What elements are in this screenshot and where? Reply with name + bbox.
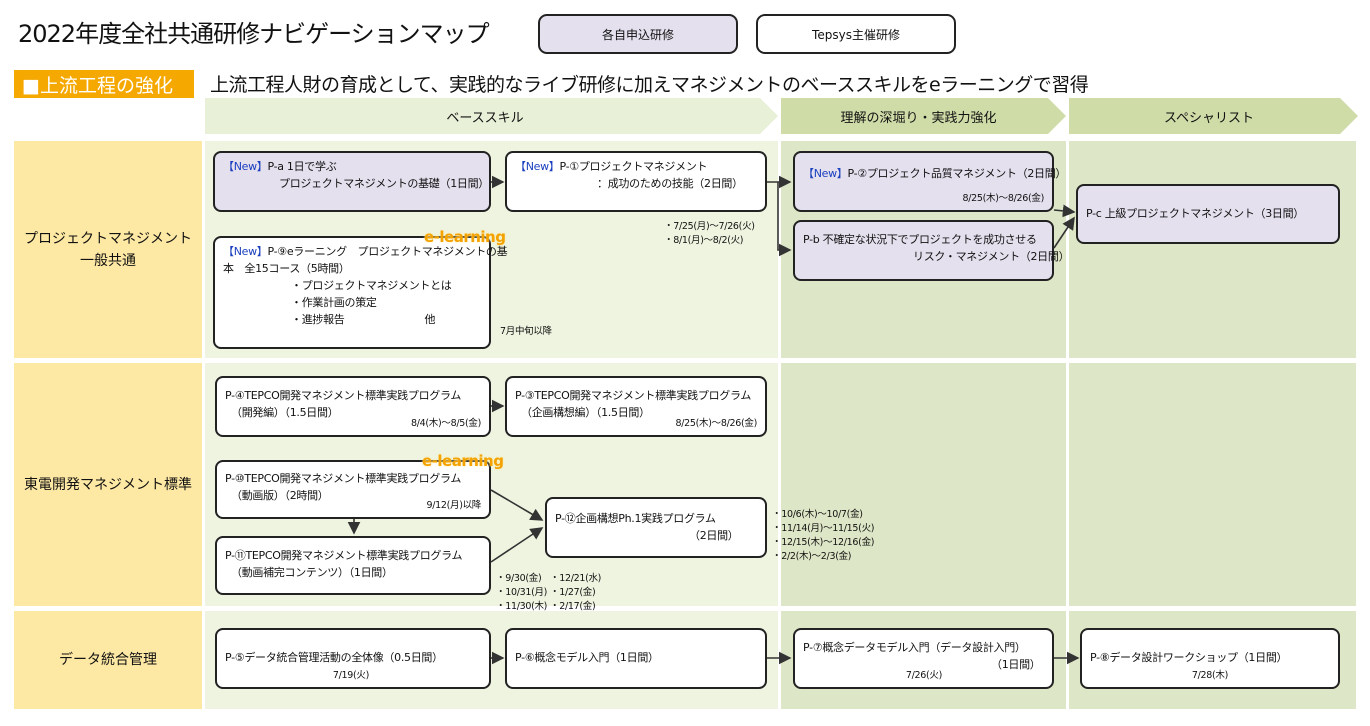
row-label-data: データ統合管理 xyxy=(14,611,202,709)
course-p1[interactable]: 【New】P-①プロジェクトマネジメント ：成功のための技能（2日間） xyxy=(505,151,767,212)
phase-deepen: 理解の深堀り・実践力強化 xyxy=(840,110,997,126)
course-p12[interactable]: P-⑫企画構想Ph.1実践プログラム （2日間） xyxy=(545,497,767,558)
course-p12-date: ・12/15(木)～12/16(金) xyxy=(772,537,875,548)
course-p2-date: 8/25(木)～8/26(金) xyxy=(962,193,1045,204)
phase-specialist: スペシャリスト xyxy=(1163,110,1255,126)
course-p8[interactable]: P-⑧データ設計ワークショップ（1日間） 7/28(木) xyxy=(1080,628,1340,689)
course-p5-date: 7/19(火) xyxy=(332,670,369,681)
phase-base-skill: ベーススキル xyxy=(446,110,524,126)
elearning-badge: e-learning xyxy=(424,228,506,246)
course-p11-date: ・1/27(金) xyxy=(550,587,596,598)
course-p3-date: 8/25(木)～8/26(金) xyxy=(675,418,758,429)
course-p9[interactable]: 【New】P-⑨eラーニング プロジェクトマネジメントの基 本 全15コース（5… xyxy=(213,236,508,349)
row-label-tepco: 東電開発マネジメント標準 xyxy=(14,363,202,606)
course-pc[interactable]: P-c 上級プロジェクトマネジメント（3日間） xyxy=(1076,184,1340,244)
course-p12-date: ・10/6(木)～10/7(金) xyxy=(772,509,863,520)
course-p4-date: 8/4(木)～8/5(金) xyxy=(410,418,481,429)
course-p6[interactable]: P-⑥概念モデル入門（1日間） xyxy=(505,628,767,689)
course-p11-date: ・12/21(水) xyxy=(550,573,602,584)
row-divider xyxy=(14,606,1356,611)
course-p5[interactable]: P-⑤データ統合管理活動の全体像（0.5日間） 7/19(火) xyxy=(215,628,491,689)
legend-self-apply: 各自申込研修 xyxy=(538,14,738,54)
legend-tepsys: Tepsys主催研修 xyxy=(756,14,956,54)
course-p10[interactable]: P-⑩TEPCO開発マネジメント標準実践プログラム （動画版）（2時間） 9/1… xyxy=(215,460,491,519)
course-pb[interactable]: P-b 不確定な状況下でプロジェクトを成功させる リスク・マネジメント（2日間） xyxy=(793,220,1070,281)
course-p11-date: ・2/17(金) xyxy=(550,601,596,612)
course-p1-date: ・8/1(月)～8/2(火) xyxy=(664,235,744,246)
course-p7[interactable]: P-⑦概念データモデル入門（データ設計入門） （1日間） 7/26(火) xyxy=(793,628,1054,689)
course-p12-date: ・2/2(木)～2/3(金) xyxy=(772,551,852,562)
course-p11-date: ・10/31(月) xyxy=(496,587,548,598)
course-p10-date: 9/12(月)以降 xyxy=(426,500,481,511)
course-p7-date: 7/26(火) xyxy=(905,670,942,681)
course-p1-date: ・7/25(月)～7/26(火) xyxy=(664,221,755,232)
row-label-pm: プロジェクトマネジメント 一般共通 xyxy=(14,141,202,358)
course-p8-date: 7/28(木) xyxy=(1191,670,1228,681)
course-p4[interactable]: P-④TEPCO開発マネジメント標準実践プログラム （開発編）（1.5日間） 8… xyxy=(215,376,491,437)
elearning-badge: e-learning xyxy=(422,452,504,470)
course-pa[interactable]: 【New】P-a 1日で学ぶ プロジェクトマネジメントの基礎（1日間） xyxy=(213,151,491,212)
course-p11-date: ・11/30(木) xyxy=(496,601,548,612)
course-p12-date: ・11/14(月)～11/15(火) xyxy=(772,523,875,534)
course-p11[interactable]: P-⑪TEPCO開発マネジメント標準実践プログラム （動画補完コンテンツ）（1日… xyxy=(215,536,491,595)
course-p11-date: ・9/30(金) xyxy=(496,573,542,584)
section-tag: ■上流工程の強化 xyxy=(14,70,194,98)
row-divider xyxy=(14,358,1356,363)
page-title: 2022年度全社共通研修ナビゲーションマップ xyxy=(18,20,490,48)
course-p3[interactable]: P-③TEPCO開発マネジメント標準実践プログラム （企画構想編）（1.5日間）… xyxy=(505,376,767,437)
course-p2[interactable]: 【New】P-②プロジェクト品質マネジメント（2日間） 8/25(木)～8/26… xyxy=(793,151,1066,212)
section-subtitle: 上流工程人財の育成として、実践的なライブ研修に加えマネジメントのベーススキルをe… xyxy=(210,74,1089,96)
course-p9-date: 7月中旬以降 xyxy=(500,326,552,337)
